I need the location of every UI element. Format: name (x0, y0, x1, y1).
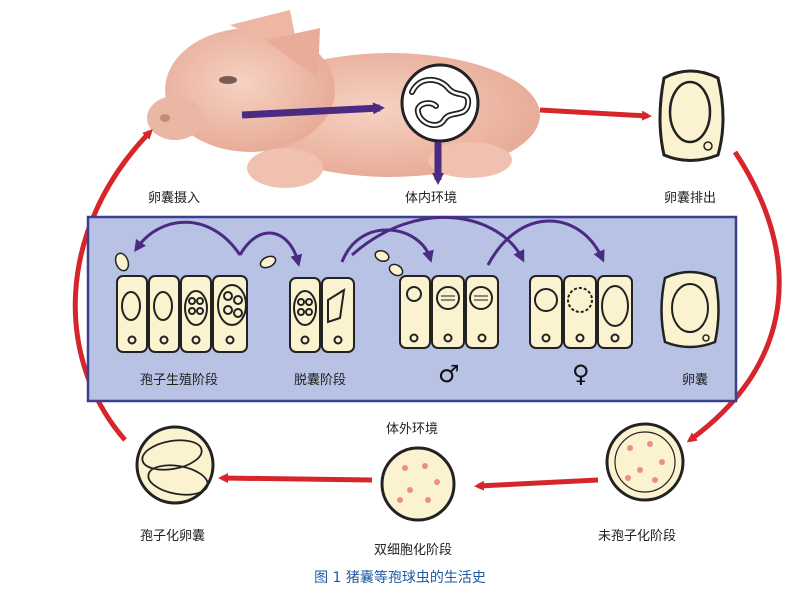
label-unsporulated-stage: 未孢子化阶段 (598, 529, 677, 544)
merozoites (114, 249, 404, 277)
outer-right-arc-arrow (686, 150, 782, 443)
label-excystation-stage: 脱囊阶段 (294, 373, 347, 388)
label-sporogony-stage: 孢子生殖阶段 (140, 373, 219, 388)
sporogony-cells (116, 275, 248, 353)
bicell-to-sporulated-arrow (218, 473, 373, 484)
female-gamete-cells (529, 275, 633, 349)
bicellular-oocyst-icon (380, 446, 456, 522)
panel-oocyst-icon (660, 270, 720, 349)
label-panel-oocyst: 卵囊 (682, 373, 709, 388)
unsporulated-to-bicell-arrow (474, 477, 599, 491)
label-oocyst-ingestion: 卵囊摄入 (148, 191, 201, 206)
excystation-cells (289, 277, 355, 353)
label-bicellular-stage: 双细胞化阶段 (374, 543, 453, 558)
oocyst-excreted-icon (658, 69, 725, 162)
ingestion-purple-arrow (241, 102, 385, 119)
label-internal-environment: 体内环境 (405, 191, 458, 206)
intestine-icon (400, 63, 480, 143)
sporulated-oocyst-icon (135, 425, 215, 505)
label-oocyst-excretion: 卵囊排出 (664, 191, 717, 206)
label-sporulated-oocyst: 孢子化卵囊 (140, 529, 206, 544)
figure-caption: 图 1 猪囊等孢球虫的生活史 (314, 570, 486, 586)
pig-illustration (147, 10, 540, 188)
excretion-arrow (539, 107, 652, 121)
outer-left-arc-arrow (72, 129, 153, 442)
label-external-environment: 体外环境 (386, 422, 439, 437)
unsporulated-oocyst-icon (605, 422, 685, 502)
male-symbol: ♂ (438, 360, 460, 388)
male-gamete-cells (399, 275, 499, 349)
cycle-arrows (72, 107, 782, 491)
female-symbol: ♀ (572, 360, 590, 388)
panel-arrows (134, 215, 605, 267)
